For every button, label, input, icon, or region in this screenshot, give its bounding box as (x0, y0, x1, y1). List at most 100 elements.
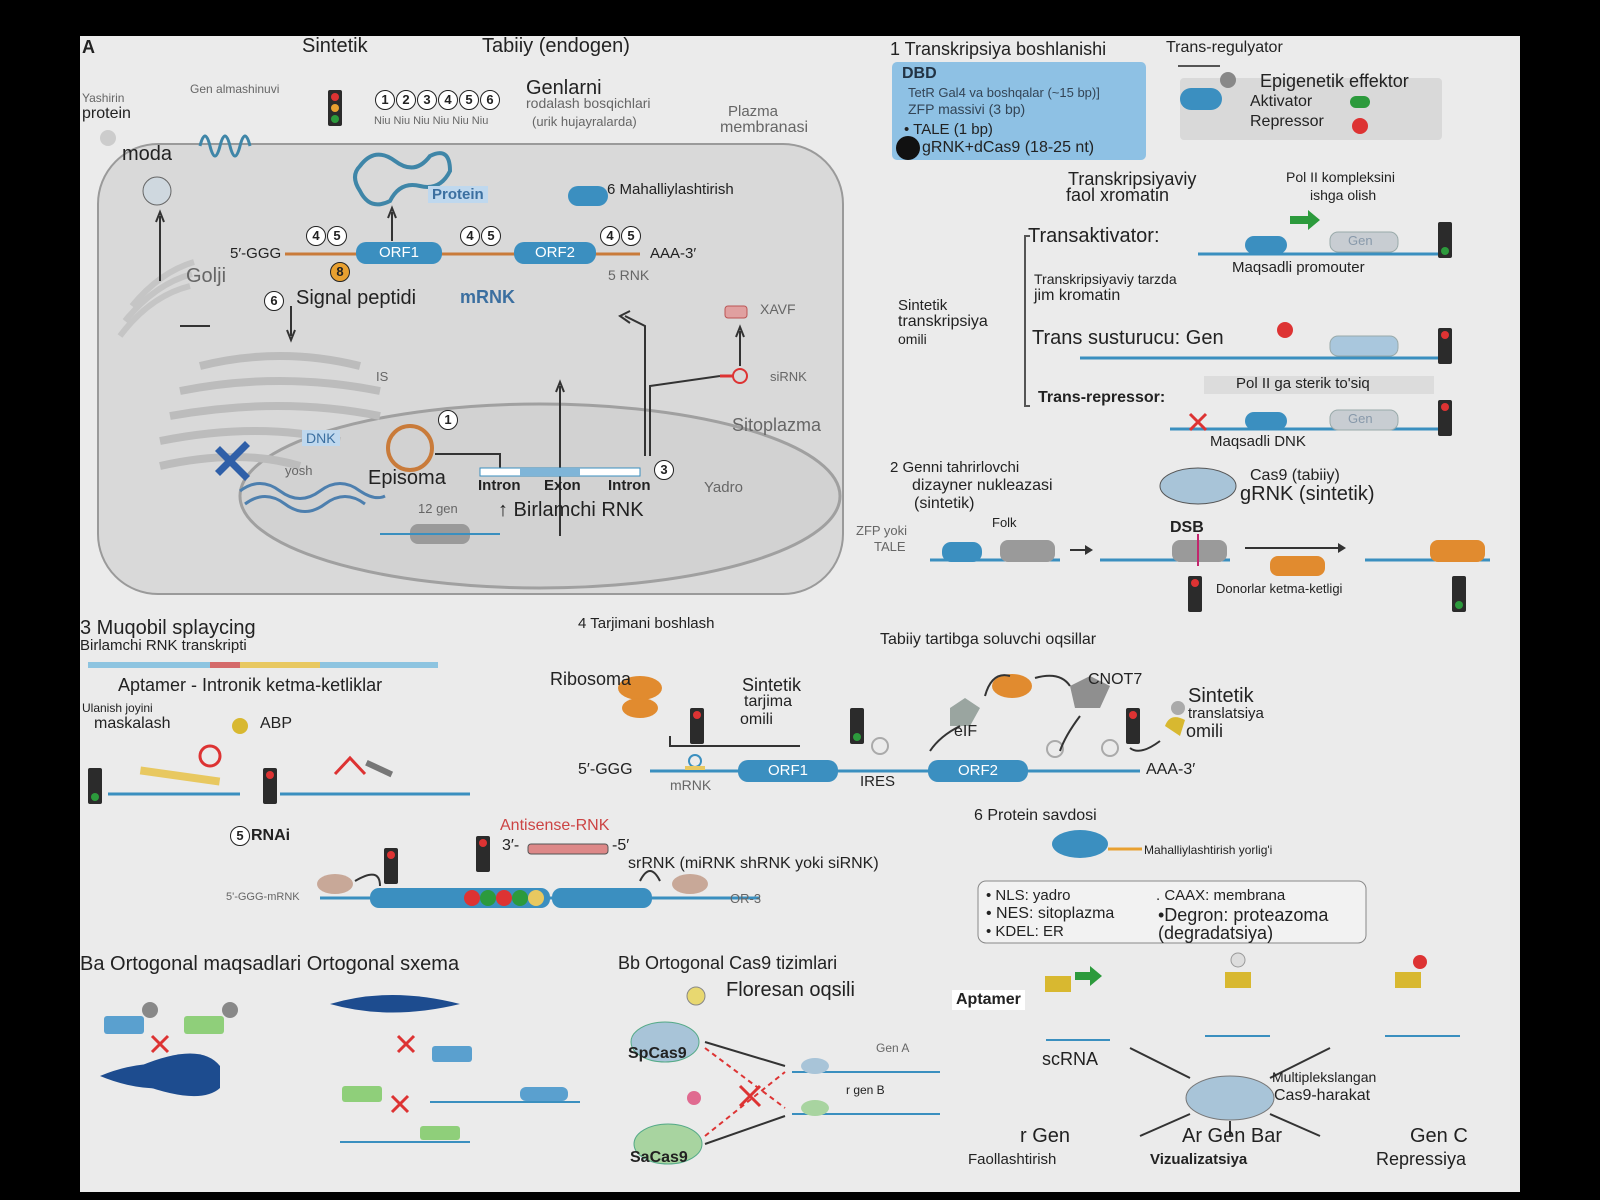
step-5: 5 (459, 90, 479, 110)
young-label: yosh (285, 463, 313, 478)
panel1-title: 1 Transkripsiya boshlanishi (890, 39, 1107, 59)
mrna-label: mRNK (460, 287, 516, 307)
synthetic-tf-label-2: transkripsiya (898, 313, 988, 330)
antisense-3prime: 3′- (502, 837, 520, 854)
nls-label: • NLS: yadro (986, 887, 1071, 904)
rna-five-label: 5 RNK (608, 267, 650, 283)
membrane-label: membranasi (720, 119, 809, 136)
silent-chromatin-label: Transkripsiyaviy tarzda (1034, 271, 1177, 287)
steps-caption: rodalash bosqichlari (526, 95, 651, 111)
intron-1-label: Intron (478, 477, 521, 494)
dbd-label: DBD (902, 65, 937, 82)
masking-label: maskalash (94, 715, 171, 732)
dna-label: DNK (302, 430, 340, 446)
traffic-light-red-icon (1188, 576, 1202, 612)
silent-chromatin-label-2: jim kromatin (1034, 287, 1121, 304)
five-prime-label-2: 5′-GGG (578, 761, 633, 778)
sacas9-label: SaCas9 (630, 1149, 688, 1166)
traffic-light-green-icon (1452, 576, 1466, 612)
abp-label: ABP (260, 715, 293, 732)
target-promoter-label: Maqsadli promouter (1232, 259, 1365, 276)
gene-label-2: Gen (1348, 411, 1373, 426)
cell-arrows (155, 205, 745, 536)
scrna-label: scRNA (1042, 1049, 1099, 1069)
grna-dcas9-label: gRNK+dCas9 (18-25 nt) (922, 139, 1095, 156)
multiplexed-label: Multiplekslangan (1272, 1069, 1377, 1085)
orf2-box: ORF2 (514, 242, 596, 264)
traffic-light-red-icon (690, 708, 704, 744)
risk-label: XAVF (760, 301, 796, 317)
orf1-box: ORF1 (356, 242, 442, 264)
kdel-label: • KDEL: ER (986, 923, 1064, 940)
or3-label: OR-3 (730, 891, 762, 906)
traffic-light-icon (328, 90, 342, 126)
ar-gene-bar-label: Ar Gen Bar (1182, 1125, 1283, 1147)
degradation-label: (degradatsiya) (1158, 923, 1274, 943)
traffic-light-red-icon (1438, 400, 1452, 436)
traffic-light-green-icon (88, 768, 102, 804)
synthetic-translation-right-1: Sintetik (1188, 685, 1254, 707)
nucleus-label: Yadro (704, 479, 743, 496)
antisense-label: Antisense-RNK (500, 817, 610, 834)
traffic-light-green-icon (850, 708, 864, 744)
trans-repressor-label: Trans-repressor: (1038, 389, 1166, 406)
aptamer-intronic-label: Aptamer - Intronik ketma-ketliklar (118, 675, 383, 695)
synthetic-translation-right-2: translatsiya (1188, 705, 1264, 722)
trans-regulator-label: Trans-regulyator (1166, 39, 1283, 56)
localization-tag-label: Mahalliylashtirish yorlig'i (1144, 843, 1273, 857)
step-3-splice: 3 (654, 460, 675, 480)
designer-nuclease-label-2: (sintetik) (914, 495, 975, 512)
gene-label-1: Gen (1348, 233, 1373, 248)
three-prime-label-2: AAA-3′ (1146, 761, 1196, 778)
visualization-label: Vizualizatsiya (1150, 1151, 1248, 1168)
rnai-number: 5 (230, 826, 250, 846)
primary-rna-label: ↑ Birlamchi RNK (498, 499, 644, 521)
activation-label: Faollashtirish (968, 1151, 1057, 1168)
genes-label: Genlarni (526, 77, 602, 99)
synthetic-label: Sintetik (302, 36, 368, 57)
dsb-label: DSB (1170, 519, 1204, 536)
step-6: 6 (480, 90, 500, 110)
localization-label: 6 Mahalliylashtirish (607, 181, 734, 198)
cas9-natural-label: Cas9 (tabiiy) (1250, 467, 1340, 484)
chromosome (215, 441, 250, 481)
three-prime-label: AAA-3′ (650, 245, 697, 262)
step-1-episome: 1 (438, 410, 459, 430)
er-label: IS (376, 369, 389, 384)
panel4-title: 4 Tarjimani boshlash (578, 615, 715, 632)
mode-label: moda (122, 143, 173, 165)
activator-label: Aktivator (1250, 93, 1313, 110)
step-1: 1 (375, 90, 395, 110)
cnot7-label: CNOT7 (1088, 671, 1143, 688)
r-gene-label: r Gen (1020, 1125, 1071, 1147)
cas9-action-label: Cas9-harakat (1274, 1087, 1371, 1104)
traffic-light-red-icon (263, 768, 277, 804)
traffic-light-red-icon (1438, 328, 1452, 364)
active-chromatin-label-2: faol xromatin (1066, 185, 1170, 205)
intron-2-label: Intron (608, 477, 651, 494)
mrna-label-2: mRNK (670, 777, 712, 793)
pol2-recruit-label: Pol II kompleksini (1286, 169, 1395, 185)
traffic-light-red-icon (1126, 708, 1140, 744)
step-3: 3 (417, 90, 437, 110)
repressor-label: Repressor (1250, 113, 1324, 130)
steps-caption-2: (urik hujayralarda) (532, 114, 637, 129)
cytoplasm-label: Sitoplazma (732, 415, 822, 435)
panel3-title: 3 Muqobil splaycing (80, 617, 256, 639)
panel3-subtitle: Birlamchi RNK transkripti (80, 637, 247, 654)
gene-b-label: r gen B (846, 1083, 885, 1097)
natural-label: Tabiiy (endogen) (482, 36, 630, 57)
active-chromatin-label: Transkripsiyaviy (1068, 169, 1197, 189)
golgi-label: Golji (186, 265, 227, 287)
protein-blob (353, 151, 453, 207)
panel-ba-title: Ba Ortogonal maqsadlari Ortogonal sxema (80, 953, 460, 975)
fok-label: Folk (992, 515, 1017, 530)
gene-12-label: 12 gen (418, 501, 458, 516)
grna-synthetic-label: gRNK (sintetik) (1240, 483, 1375, 505)
zfp-or-label: ZFP yoki (856, 523, 908, 538)
synthetic-tf-label-3: omili (898, 331, 927, 347)
panel-bb-title: Bb Ortogonal Cas9 tizimlari (618, 953, 838, 973)
five-prime-label: 5′-GGG (230, 245, 282, 262)
